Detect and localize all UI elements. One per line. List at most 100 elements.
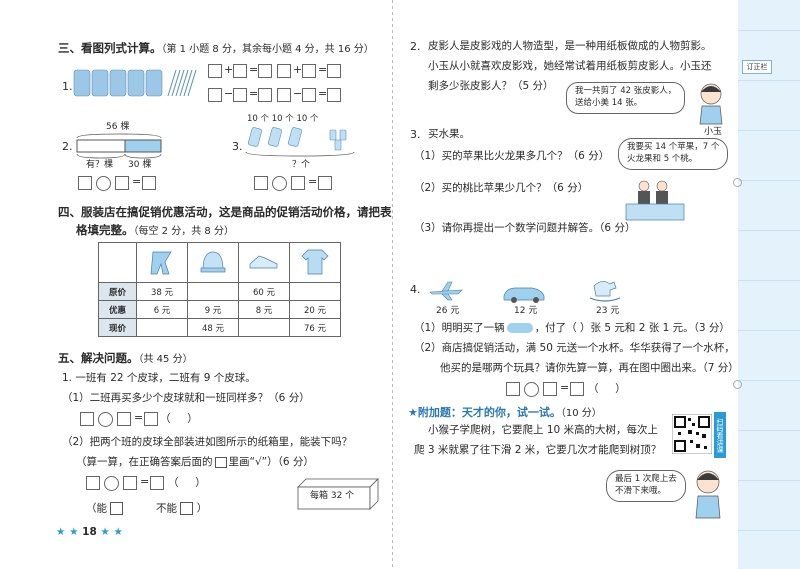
operator-circle[interactable]	[96, 176, 111, 191]
plane-icon	[429, 281, 463, 301]
operator-circle[interactable]	[524, 382, 539, 397]
paren-answer: （ ）	[588, 383, 626, 395]
answer-box[interactable]	[506, 382, 520, 396]
correction-tab: 订正栏	[742, 60, 772, 74]
total-unknown-label: ？个	[292, 160, 311, 170]
section-3-title: 三、看图列式计算。（第 1 小题 8 分，其余每小题 4 分，共 16 分）	[58, 41, 374, 55]
r4-number: 4.	[410, 283, 421, 296]
fruit-stall-image	[625, 180, 685, 221]
shirt-icon	[301, 249, 329, 275]
r2-line2: 小玉从小就喜欢皮影戏，她经常试着用纸板剪皮影人。小玉还	[428, 60, 712, 72]
answer-box[interactable]	[254, 176, 268, 190]
answer-box[interactable]	[142, 176, 156, 190]
section-4-title-2: 格填完整。（每空 2 分，共 8 分）	[76, 223, 234, 237]
answer-box[interactable]	[302, 64, 316, 78]
r4-b: （2）商店搞促销活动，满 50 元送一个水杯。华华获得了一个水杯，	[414, 342, 735, 354]
answer-box[interactable]	[208, 88, 222, 102]
r3-c: （3）请你再提出一个数学问题并解答。（6 分）	[414, 222, 636, 234]
q3-2-number: 2.	[62, 140, 73, 153]
bonus-line1: 小猴子学爬树，它要爬上 10 米高的大树，每次上	[428, 424, 659, 436]
operator-circle[interactable]	[104, 476, 119, 491]
section-5-title: 五、解决问题。（共 45 分）	[58, 351, 193, 365]
bonus-title: ★附加题：天才的你，试一试。（10 分）	[408, 406, 602, 419]
girl-name: 小玉	[704, 127, 723, 137]
answer-box[interactable]	[233, 88, 247, 102]
group-label: 10 个 10 个 10 个	[247, 114, 319, 124]
answer-box[interactable]	[277, 88, 291, 102]
section-4-title: 四、服装店在搞促销优惠活动，这是商品的促销活动价格，请把表	[58, 205, 392, 219]
bonus-line2: 爬 3 米就累了往下滑 2 米，它要几次才能爬到树顶？	[414, 444, 662, 456]
shoes-icon	[249, 255, 278, 269]
answer-box[interactable]	[117, 412, 131, 426]
scarf-icon	[150, 251, 172, 275]
box-image	[297, 478, 379, 510]
price-horse: 23 元	[596, 306, 620, 316]
answer-box[interactable]	[86, 476, 100, 490]
answer-box[interactable]	[115, 176, 129, 190]
answer-box[interactable]	[291, 176, 305, 190]
segment-diagram	[76, 133, 162, 159]
speech-bubble: 我要买 14 个苹果，7 个火龙果和 5 个桃。	[618, 138, 729, 170]
cannot-option: 不能 ）	[156, 502, 208, 515]
answer-box[interactable]	[318, 176, 332, 190]
r3-title: 买水果。	[428, 128, 470, 140]
answer-box[interactable]	[144, 412, 158, 426]
correction-sidebar: 订正栏	[738, 0, 800, 569]
answer-box[interactable]	[208, 64, 222, 78]
answer-box[interactable]	[123, 476, 137, 490]
answer-box[interactable]	[327, 64, 341, 78]
price-plane: 26 元	[436, 306, 460, 316]
paren-answer: （ ）	[160, 413, 198, 425]
girl-avatar	[695, 470, 721, 519]
q3-1-number: 1.	[62, 80, 73, 93]
page-divider	[392, 0, 393, 569]
r2-line1: 皮影人是皮影戏的人物造型，是一种用纸板做成的人物剪影。	[428, 40, 712, 52]
speech-bubble: 我一共剪了 42 张皮影人，送给小美 14 张。	[566, 82, 686, 114]
answer-box[interactable]	[150, 476, 164, 490]
box-label: 每箱 32 个	[310, 491, 355, 501]
operator-circle[interactable]	[272, 176, 287, 191]
answer-box[interactable]	[543, 382, 557, 396]
r4-a: （1）明明买了一辆，付了（ ）张 5 元和 2 张 1 元。（3 分）	[414, 322, 730, 334]
answer-box[interactable]	[327, 88, 341, 102]
q5-1b-text: （2）把两个班的皮球全部装进如图所示的纸箱里，能装下吗？	[62, 436, 353, 448]
q5-1b-hint: （算一算，在正确答案后面的里画“√”）（6 分）	[76, 456, 314, 468]
paren-answer: （ ）	[168, 477, 206, 489]
qr-code-icon	[672, 414, 712, 454]
can-option: （能	[86, 502, 124, 515]
q5-1-text: 1. 一班有 22 个皮球，二班有 9 个皮球。	[62, 372, 256, 384]
price-car: 12 元	[514, 306, 538, 316]
q5-1a-text: （1）二班再买多少个皮球就和一班同样多？（6 分）	[62, 392, 310, 404]
answer-box[interactable]	[80, 412, 94, 426]
bundled-sticks-image	[73, 69, 197, 97]
answer-box[interactable]	[78, 176, 92, 190]
binding-ring	[733, 380, 742, 389]
girl-avatar	[699, 83, 723, 125]
answer-box[interactable]	[233, 64, 247, 78]
r4-b2: 他买的是哪两个玩具？请你先算一算，再在图中圈出来。（7 分）	[440, 362, 739, 374]
answer-box[interactable]	[258, 88, 272, 102]
answer-box[interactable]	[277, 64, 291, 78]
qr-side-label: 扫码看讲课	[714, 412, 726, 458]
speech-bubble: 最后 1 次爬上去不滑下来哦。	[606, 470, 686, 502]
r2-line3: 剩多少张皮影人？（5 分）	[428, 80, 554, 92]
hat-icon	[200, 251, 226, 273]
answer-box[interactable]	[570, 382, 584, 396]
r3-number: 3.	[410, 128, 421, 141]
page-number: ★ ★ 18 ★ ★	[56, 526, 123, 538]
answer-box[interactable]	[258, 64, 272, 78]
r3-a: （1）买的苹果比火龙果多几个？（6 分）	[414, 150, 610, 162]
known-label: 30 棵	[128, 160, 152, 170]
total-label: 56 棵	[106, 122, 130, 132]
unknown-label: 有？棵	[86, 160, 114, 170]
rocking-horse-icon	[589, 281, 621, 302]
r2-number: 2.	[410, 40, 421, 53]
operator-circle[interactable]	[98, 412, 113, 427]
q3-3-number: 3.	[232, 140, 243, 153]
r3-b: （2）买的桃比苹果少几个？（6 分）	[414, 182, 589, 194]
answer-box[interactable]	[302, 88, 316, 102]
bottles-image	[245, 127, 355, 157]
binding-ring	[733, 178, 742, 187]
